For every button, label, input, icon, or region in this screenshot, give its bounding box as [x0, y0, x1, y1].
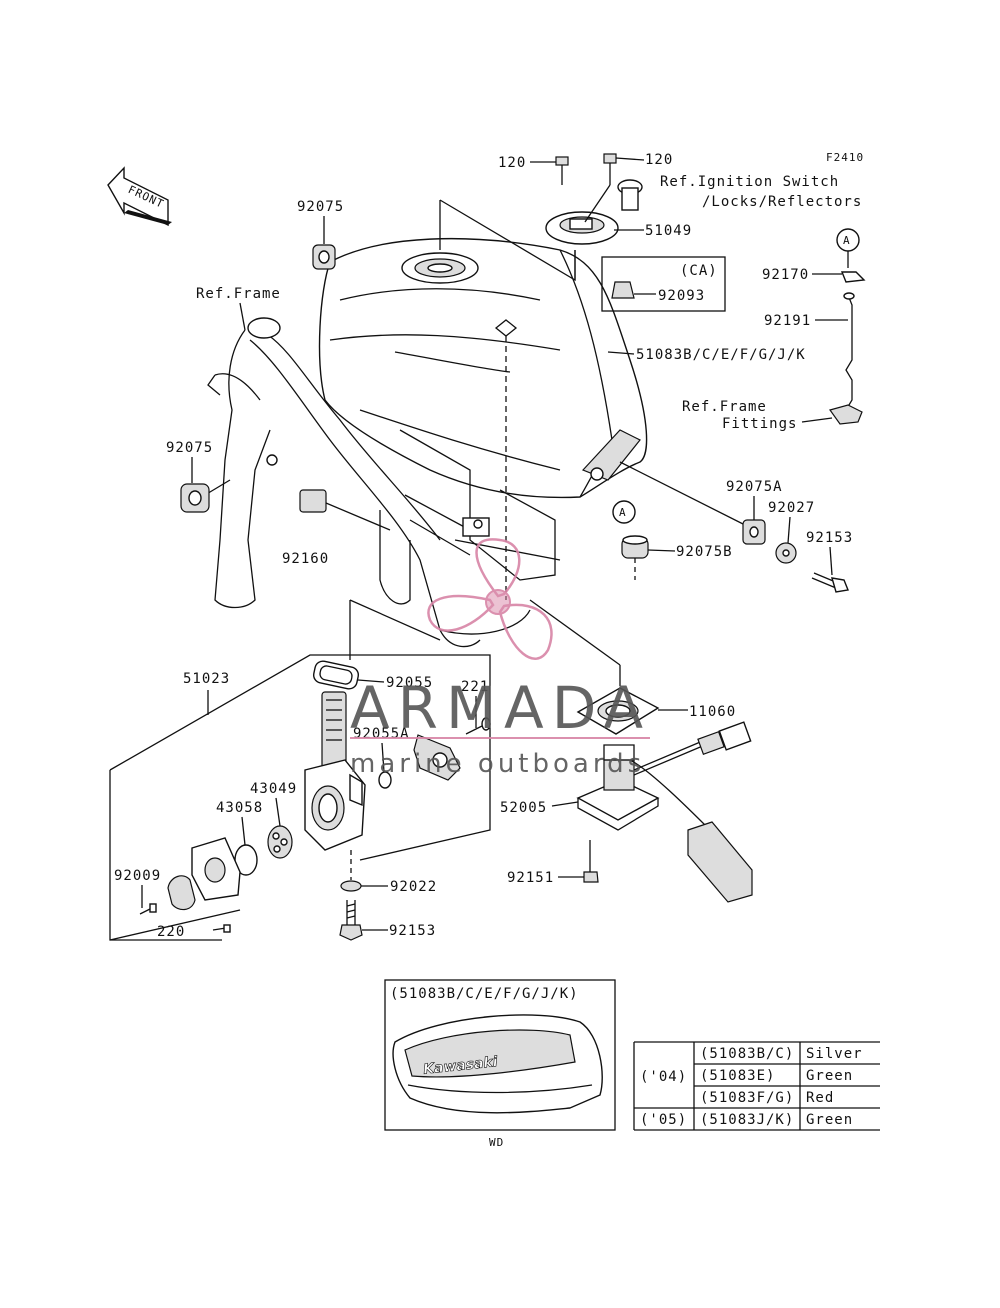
screw-221: [465, 717, 491, 735]
fuel-tank-drawing: [318, 237, 648, 499]
callout-92170: 92170: [762, 267, 809, 283]
fuel-cock-body: [304, 691, 366, 851]
callout-92153-right: 92153: [806, 530, 853, 546]
frame-fitting-part: [829, 404, 863, 425]
damper-92075A: [742, 519, 766, 545]
callout-92160: 92160: [282, 551, 329, 567]
damper-92075-top: [312, 244, 336, 270]
callout-92022: 92022: [390, 879, 437, 895]
damper-92160: [299, 489, 327, 513]
tank-decal-inset: [384, 979, 616, 1131]
hose-92191: [845, 294, 853, 411]
callout-51023: 51023: [183, 671, 230, 687]
screw-220: [212, 924, 231, 933]
callout-11060: 11060: [689, 704, 736, 720]
callout-92075B: 92075B: [676, 544, 733, 560]
callout-92075-top: 92075: [297, 199, 344, 215]
watermark-brand: ARMADA: [350, 674, 651, 742]
table-color-row3: Red: [806, 1090, 834, 1106]
damper-92075B: [621, 535, 649, 559]
clip-92170: [840, 271, 866, 283]
callout-120-right: 120: [645, 152, 673, 168]
callout-92075A: 92075A: [726, 479, 783, 495]
bolt-120-right: [603, 153, 617, 185]
table-part-row3: (51083F/G): [700, 1090, 794, 1106]
table-part-row2: (51083E): [700, 1068, 775, 1084]
color-variant-table: ('04) ('05) (51083B/C) (51083E) (51083F/…: [633, 1041, 880, 1131]
ca-box: [601, 256, 726, 312]
table-year-04: ('04): [640, 1069, 687, 1085]
callout-92075-left: 92075: [166, 440, 213, 456]
ref-frame-fittings-label-2: Fittings: [722, 416, 797, 432]
valve-43049: [267, 825, 293, 859]
ignition-key-cylinder: [617, 179, 643, 211]
callout-92055: 92055: [386, 675, 433, 691]
callout-51083: 51083B/C/E/F/G/J/K: [636, 347, 806, 363]
damper-92075-left: [180, 483, 210, 513]
bolt-120-left: [555, 156, 569, 185]
callout-92153-bottom: 92153: [389, 923, 436, 939]
frame-drawing: [204, 317, 561, 648]
bolt-92153-right: [811, 572, 849, 593]
gasket-11060: [576, 687, 660, 735]
fuel-level-sensor-52005: [576, 721, 753, 903]
table-part-row1: (51083B/C): [700, 1046, 794, 1062]
diaphragm-cover: [413, 734, 461, 781]
ref-locks-reflectors-label: /Locks/Reflectors: [702, 194, 862, 210]
callout-92191: 92191: [764, 313, 811, 329]
inset-caption: WD: [489, 1136, 504, 1149]
callout-92093: 92093: [658, 288, 705, 304]
tank-decal-drawing: Kawasaki: [392, 1014, 603, 1114]
collar-92027: [775, 542, 797, 564]
inset-title: (51083B/C/E/F/G/J/K): [390, 986, 579, 1002]
callout-92027: 92027: [768, 500, 815, 516]
callout-221: 221: [461, 679, 489, 695]
callout-92151: 92151: [507, 870, 554, 886]
filler-cap-51049: [545, 211, 619, 245]
front-arrow-icon: FRONT: [107, 166, 172, 227]
fuel-cock-assembly-bracket: [109, 654, 491, 861]
callout-92009: 92009: [114, 868, 161, 884]
screw-92151: [583, 840, 599, 883]
oring-92055A: [378, 771, 392, 789]
table-color-row2: Green: [806, 1068, 853, 1084]
callout-120-left: 120: [498, 155, 526, 171]
part-92093: [611, 281, 635, 299]
armada-watermark: ARMADA marine outboards: [350, 538, 651, 779]
table-color-row1: Silver: [806, 1046, 863, 1062]
cock-plate: [191, 837, 241, 901]
ca-label: (CA): [680, 263, 718, 279]
table-color-row4: Green: [806, 1112, 853, 1128]
screw-92009: [139, 903, 157, 915]
table-part-row4: (51083J/K): [700, 1112, 794, 1128]
cock-lever: [167, 875, 196, 911]
watermark-tagline: marine outboards: [350, 749, 645, 779]
callout-51049: 51049: [645, 223, 692, 239]
ref-frame-label: Ref.Frame: [196, 286, 281, 302]
callout-220: 220: [157, 924, 185, 940]
figure-id: F2410: [826, 151, 864, 164]
ref-frame-fittings-label-1: Ref.Frame: [682, 399, 767, 415]
washer-92022: [340, 880, 362, 892]
marker-a-middle: [612, 500, 636, 524]
table-year-05: ('05): [640, 1112, 687, 1128]
bolt-92153-bottom: [339, 900, 363, 941]
gasket-92055: [312, 660, 360, 690]
propeller-logo-icon: [427, 538, 553, 660]
callout-43058: 43058: [216, 800, 263, 816]
callout-52005: 52005: [500, 800, 547, 816]
ref-ignition-switch-label: Ref.Ignition Switch: [660, 174, 839, 190]
callout-43049: 43049: [250, 781, 297, 797]
marker-a-top-label: A: [843, 234, 851, 247]
marker-a-middle-label: A: [619, 506, 627, 519]
